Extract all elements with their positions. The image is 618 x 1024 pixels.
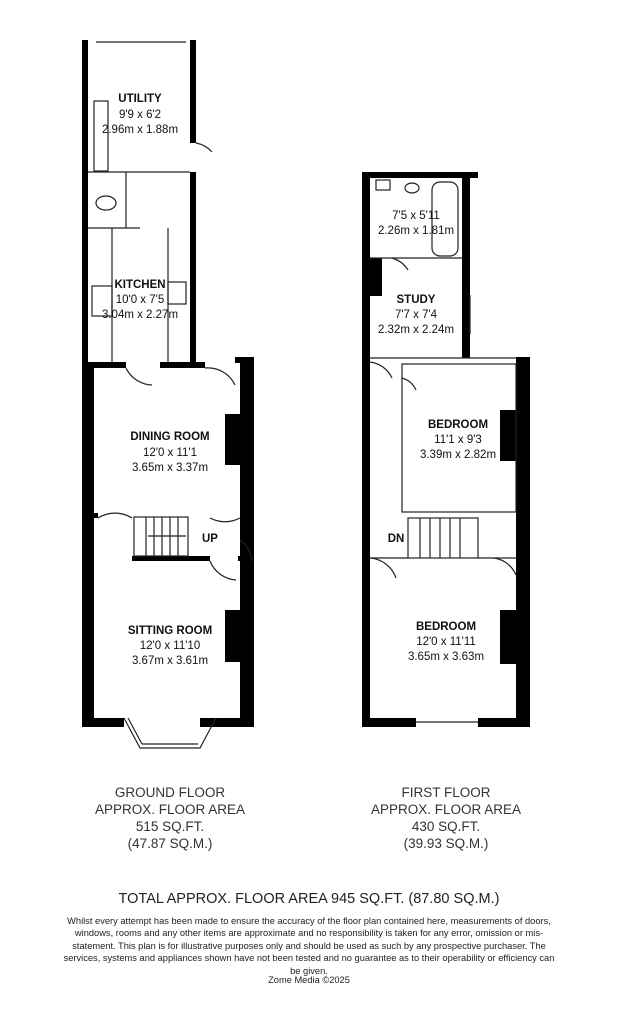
utility-imperial: 9'9 x 6'2 xyxy=(119,109,161,121)
study-label: STUDY xyxy=(397,294,436,306)
credit-text: Zome Media ©2025 xyxy=(268,975,350,985)
sitting-imperial: 12'0 x 11'10 xyxy=(140,640,200,652)
first-floor-area-label: APPROX. FLOOR AREA xyxy=(370,802,522,817)
bedroom1-metric: 3.39m x 2.82m xyxy=(420,449,496,461)
first-floor-sqm: (39.93 SQ.M.) xyxy=(403,836,489,851)
first-floor-title: FIRST FLOOR xyxy=(401,785,491,800)
bedroom1-label: BEDROOM xyxy=(428,419,488,431)
stairs-up-label: UP xyxy=(202,533,218,545)
dining-label: DINING ROOM xyxy=(130,431,209,443)
bathroom-imperial: 7'5 x 5'11 xyxy=(392,210,440,222)
ground-floor-title: GROUND FLOOR xyxy=(114,785,226,800)
ground-floor-labels: UTILITY 9'9 x 6'2 2.96m x 1.88m KITCHEN … xyxy=(102,93,218,667)
stairs-down-label: DN xyxy=(388,533,405,545)
kitchen-label: KITCHEN xyxy=(114,279,165,291)
bedroom2-metric: 3.65m x 3.63m xyxy=(408,651,484,663)
first-floor-interior xyxy=(369,179,517,723)
first-floor-labels: 7'5 x 5'11 2.26m x 1.81m STUDY 7'7 x 7'4… xyxy=(378,210,496,663)
bedroom1-imperial: 11'1 x 9'3 xyxy=(434,434,482,446)
total-floor-area: TOTAL APPROX. FLOOR AREA 945 SQ.FT. (87.… xyxy=(118,891,500,907)
ground-floor-caption: GROUND FLOOR APPROX. FLOOR AREA 515 SQ.F… xyxy=(60,784,280,852)
utility-metric: 2.96m x 1.88m xyxy=(102,124,178,136)
utility-label: UTILITY xyxy=(118,93,162,105)
ground-floor-sqft: 515 SQ.FT. xyxy=(135,819,205,834)
kitchen-metric: 3.04m x 2.27m xyxy=(102,309,178,321)
sitting-label: SITTING ROOM xyxy=(128,625,212,637)
dining-imperial: 12'0 x 11'1 xyxy=(143,447,197,459)
ground-floor-walls xyxy=(82,40,254,727)
dining-metric: 3.65m x 3.37m xyxy=(132,462,208,474)
floor-plan-diagram: UTILITY 9'9 x 6'2 2.96m x 1.88m KITCHEN … xyxy=(82,40,530,749)
first-floor-caption: FIRST FLOOR APPROX. FLOOR AREA 430 SQ.FT… xyxy=(336,784,556,852)
disclaimer-text: Whilst every attempt has been made to en… xyxy=(63,916,555,976)
first-floor-walls xyxy=(362,172,530,727)
bathroom-metric: 2.26m x 1.81m xyxy=(378,225,454,237)
interior-lines xyxy=(88,41,253,749)
first-floor-sqft: 430 SQ.FT. xyxy=(411,819,481,834)
sitting-metric: 3.67m x 3.61m xyxy=(132,655,208,667)
study-imperial: 7'7 x 7'4 xyxy=(395,309,438,321)
study-metric: 2.32m x 2.24m xyxy=(378,324,454,336)
bedroom2-imperial: 12'0 x 11'11 xyxy=(416,636,476,648)
bedroom2-label: BEDROOM xyxy=(416,621,476,633)
ground-floor-sqm: (47.87 SQ.M.) xyxy=(127,836,213,851)
kitchen-imperial: 10'0 x 7'5 xyxy=(116,294,165,306)
ground-floor-area-label: APPROX. FLOOR AREA xyxy=(94,802,246,817)
